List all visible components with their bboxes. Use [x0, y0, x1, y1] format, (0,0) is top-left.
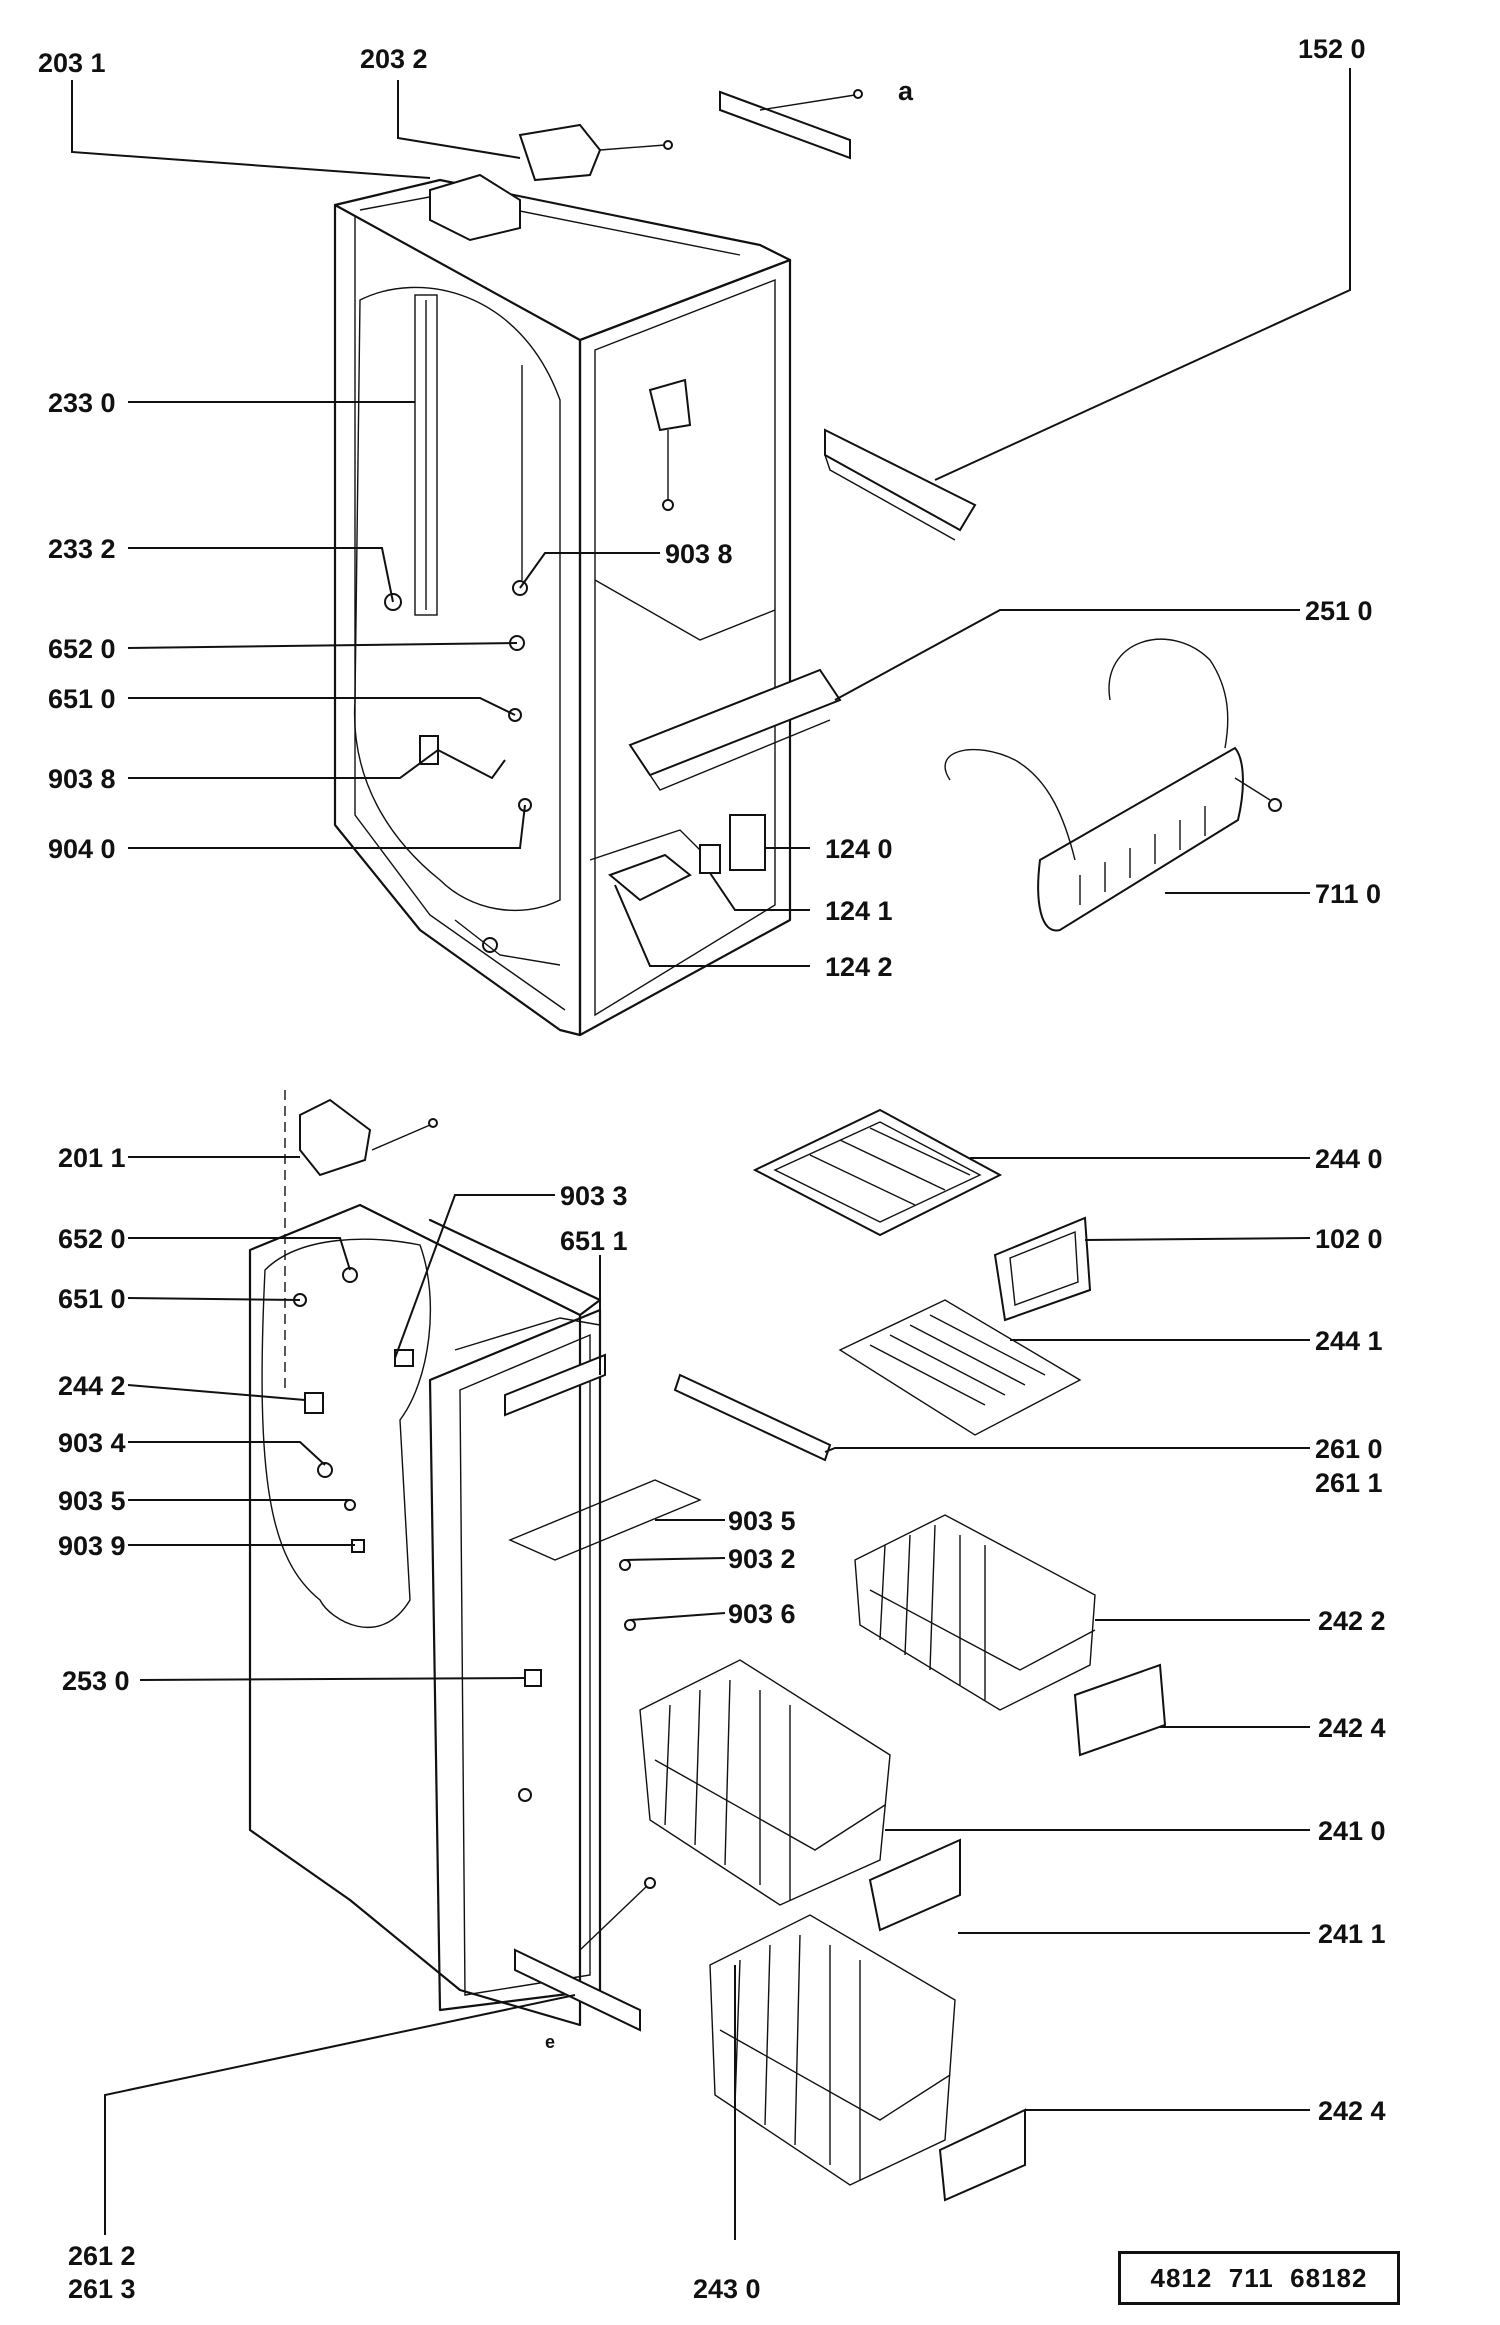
- handle-assembly: [944, 638, 1282, 932]
- callout-6520-lower: 652 0: [58, 1224, 126, 1254]
- callout-9038-upper: 903 8: [665, 539, 733, 569]
- callout-2410: 241 0: [1318, 1816, 1386, 1846]
- callout-labels: 203 1 203 2 152 0 233 0 233 2 903 8 652 …: [38, 34, 1386, 2304]
- callout-2332: 233 2: [48, 534, 116, 564]
- basket-242-2: [854, 1514, 1167, 1757]
- stray-mark-a: a: [898, 76, 914, 106]
- callout-9034: 903 4: [58, 1428, 126, 1458]
- frame-102-0: [993, 1216, 1092, 1322]
- callout-2611: 261 1: [1315, 1468, 1383, 1498]
- callout-2530: 253 0: [62, 1666, 130, 1696]
- upper-cabinet: [333, 89, 977, 1037]
- callout-1020: 102 0: [1315, 1224, 1383, 1254]
- callout-2411: 241 1: [1318, 1919, 1386, 1949]
- callout-2441: 244 1: [1315, 1326, 1383, 1356]
- callout-9033: 903 3: [560, 1181, 628, 1211]
- callout-6510-upper: 651 0: [48, 684, 116, 714]
- callout-6520-upper: 652 0: [48, 634, 116, 664]
- callout-2424-lower: 242 4: [1318, 2096, 1386, 2126]
- leader-lines: [71, 68, 1351, 2240]
- callout-6510-lower: 651 0: [58, 1284, 126, 1314]
- shelf-244-0: [752, 1108, 1003, 1237]
- callout-9036: 903 6: [728, 1599, 796, 1629]
- callout-2422: 242 2: [1318, 1606, 1386, 1636]
- rail-261-0: [673, 1373, 832, 1462]
- callout-2610: 261 0: [1315, 1434, 1383, 1464]
- callout-1242: 124 2: [825, 952, 893, 982]
- shelf-244-1: [838, 1299, 1082, 1436]
- callout-2032: 203 2: [360, 44, 428, 74]
- document-code: 4812 711 68182: [1150, 2262, 1368, 2293]
- callout-1241: 124 1: [825, 896, 893, 926]
- callout-2612: 261 2: [68, 2241, 136, 2271]
- callout-2613: 261 3: [68, 2274, 136, 2304]
- callout-2430: 243 0: [693, 2274, 761, 2304]
- document-code-box: 4812 711 68182: [1118, 2251, 1400, 2305]
- basket-241-0: [639, 1659, 961, 1932]
- stray-mark-e: e: [545, 2032, 555, 2052]
- callout-2440: 244 0: [1315, 1144, 1383, 1174]
- callout-1520: 152 0: [1298, 34, 1366, 64]
- callout-2424-upper: 242 4: [1318, 1713, 1386, 1743]
- callout-9035-left: 903 5: [58, 1486, 126, 1516]
- basket-243-0: [709, 1914, 1026, 2202]
- callout-9039: 903 9: [58, 1531, 126, 1561]
- callout-2442: 244 2: [58, 1371, 126, 1401]
- callout-1240: 124 0: [825, 834, 893, 864]
- callout-2330: 233 0: [48, 388, 116, 418]
- callout-9038-left: 903 8: [48, 764, 116, 794]
- callout-7110: 711 0: [1315, 879, 1381, 909]
- callout-9032: 903 2: [728, 1544, 796, 1574]
- callout-2011: 201 1: [58, 1143, 126, 1173]
- callout-2510: 251 0: [1305, 596, 1373, 626]
- callout-2031: 203 1: [38, 48, 106, 78]
- callout-9035-right: 903 5: [728, 1506, 796, 1536]
- callout-9040: 904 0: [48, 834, 116, 864]
- callout-6511: 651 1: [560, 1226, 628, 1256]
